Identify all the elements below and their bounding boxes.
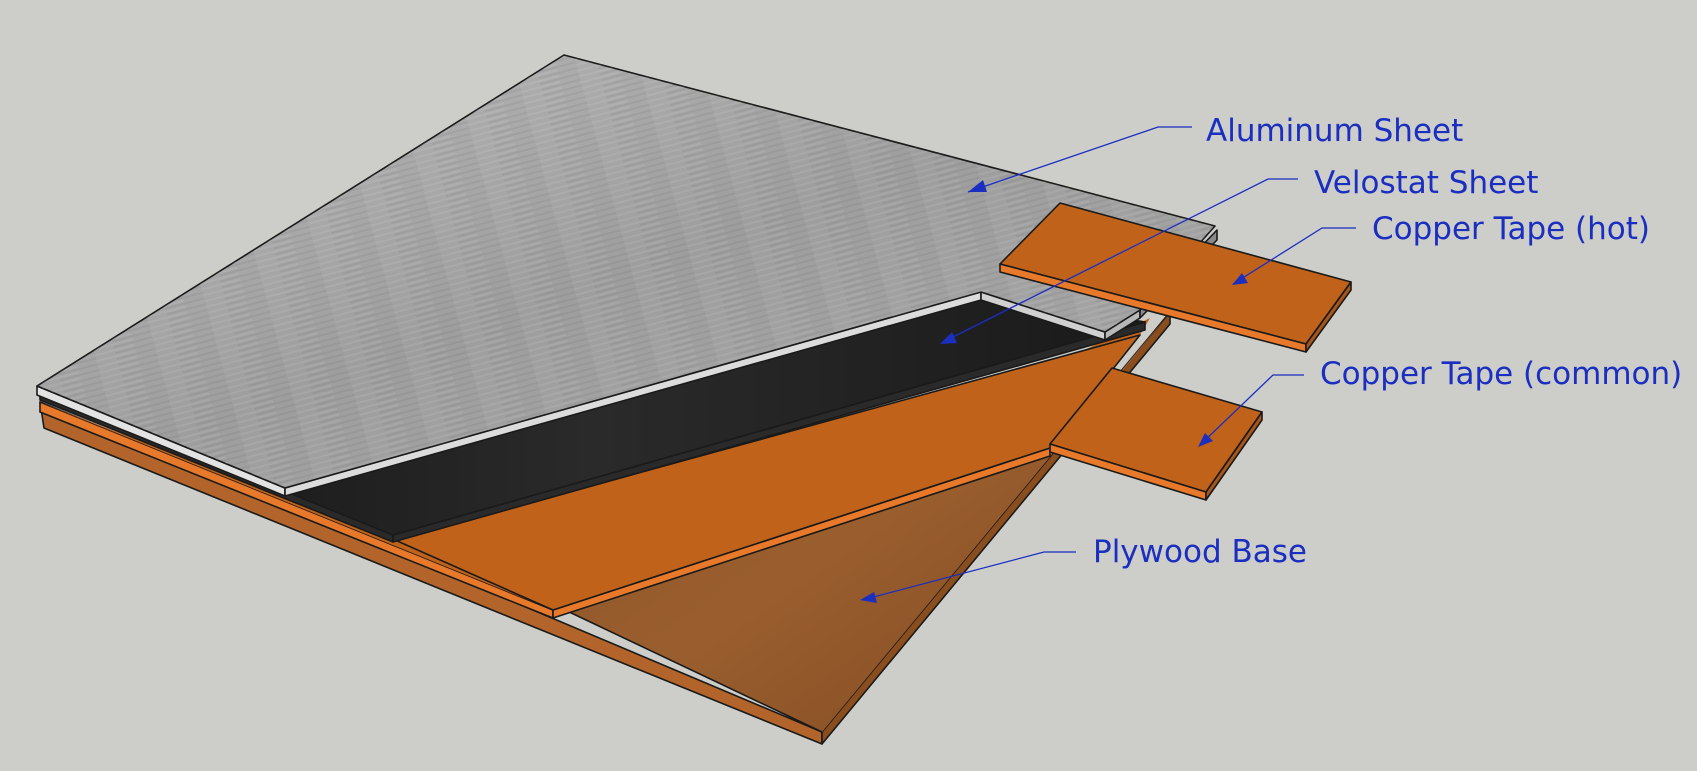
copper-common-tab-side <box>1205 411 1263 501</box>
arrow-copper-hot <box>1232 273 1248 285</box>
labels: Aluminum Sheet Velostat Sheet Copper Tap… <box>1093 113 1682 570</box>
label-velostat-sheet: Velostat Sheet <box>1314 165 1538 201</box>
label-copper-tape-hot: Copper Tape (hot) <box>1372 211 1650 247</box>
arrow-aluminum <box>968 180 987 192</box>
leader-copper-hot <box>1232 227 1356 285</box>
copper-tape-hot <box>999 202 1352 353</box>
leader-velostat <box>942 178 1298 343</box>
leaders <box>860 126 1356 603</box>
arrow-plywood <box>860 592 877 603</box>
copper-common-layer <box>39 318 1150 619</box>
copper-tape-common <box>1049 367 1263 501</box>
copper-hot-side <box>1305 281 1352 353</box>
leader-copper-common <box>1199 374 1304 446</box>
arrow-velostat <box>940 332 957 344</box>
leader-aluminum <box>967 126 1192 193</box>
plywood-top-edge <box>564 609 823 733</box>
aluminum-texture <box>37 55 1215 488</box>
label-plywood-base: Plywood Base <box>1093 534 1307 570</box>
arrow-copper-common <box>1198 433 1213 447</box>
aluminum-sheet <box>36 54 1218 497</box>
label-copper-tape-common: Copper Tape (common) <box>1320 356 1682 392</box>
plywood-top <box>565 312 1170 732</box>
leader-plywood <box>861 551 1076 601</box>
label-aluminum-sheet: Aluminum Sheet <box>1206 113 1463 149</box>
